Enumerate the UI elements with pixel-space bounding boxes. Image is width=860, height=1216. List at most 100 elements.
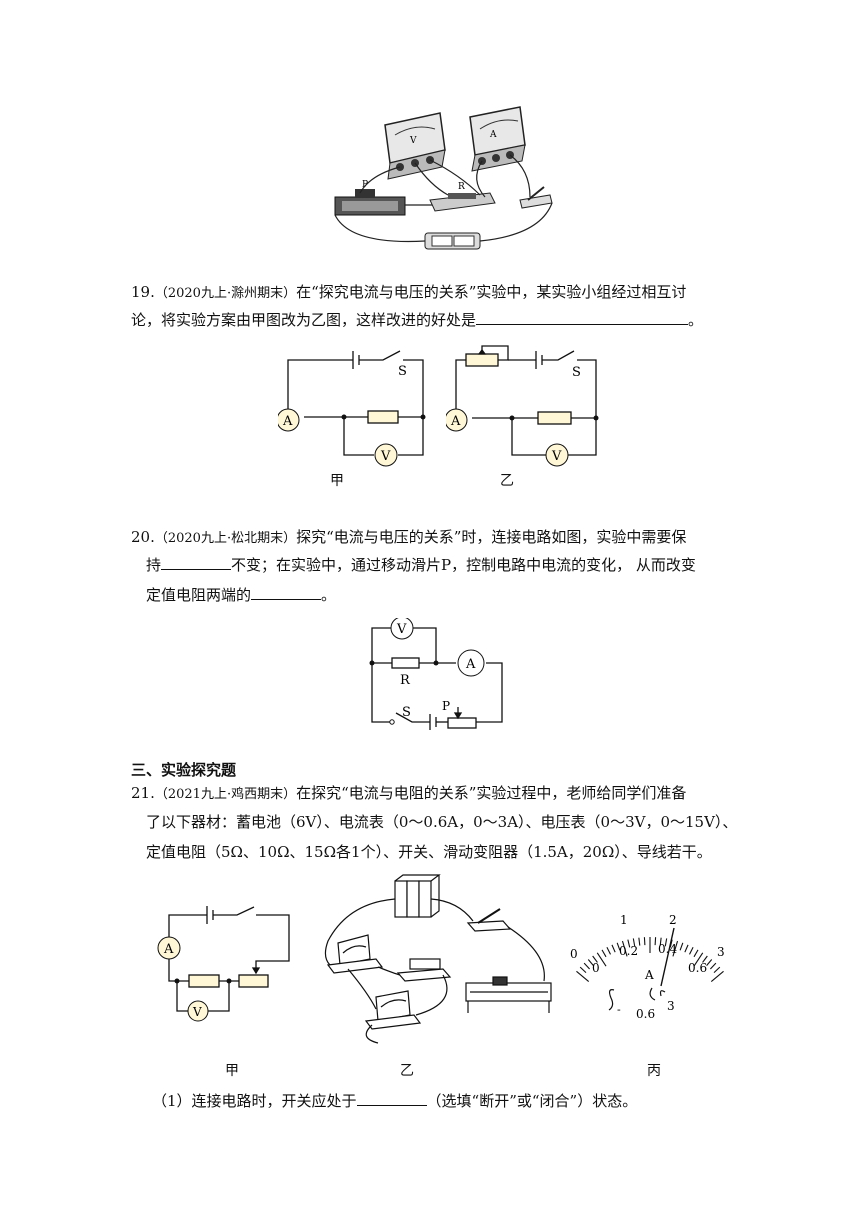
q19-number: 19.: [131, 283, 155, 301]
scale-ticks: [576, 937, 724, 982]
meter-1: [326, 934, 384, 974]
q19-line1: 19.（2020九上·滁州期末）在“探究电流与电压的关系”实验中，某实验小组经过…: [131, 282, 686, 304]
meter-2: [364, 990, 422, 1030]
photo-ammeter: A: [469, 106, 526, 172]
switch-apparatus: [466, 908, 512, 932]
q21-number: 21.: [131, 784, 155, 802]
scale-tick: [693, 952, 704, 967]
svg-text:A: A: [465, 657, 476, 672]
q21-answer-blank-1[interactable]: [356, 1091, 427, 1106]
q21-line2: 了以下器材：蓄电池（6V）、电流表（0～0.6A，0～3A）、电压表（0～3V，…: [146, 812, 737, 832]
scale-tick: [592, 955, 598, 963]
q20-text-1: 探究“电流与电压的关系”时，连接电路如图，实验中需要保: [296, 528, 687, 546]
scale-tick: [664, 938, 668, 947]
scale-tick: [627, 939, 631, 948]
scale-tick: [601, 949, 607, 958]
q19-text-2: 论，将实验方案由甲图改为乙图，这样改进的好处是: [131, 311, 477, 329]
svg-text:P: P: [362, 180, 368, 190]
scale-tick: [713, 966, 721, 974]
q20-source: （2020九上·松北期末）: [154, 531, 297, 546]
photo-voltmeter: V: [384, 112, 446, 180]
svg-text:V: V: [192, 1005, 202, 1019]
scale-tick: [632, 938, 636, 947]
scale-tick: [606, 946, 611, 955]
terminal-06: 0.6: [636, 1007, 655, 1018]
q21-text-3: 定值电阻（5Ω、10Ω、15Ω各1个）、开关、滑动变阻器（1.5A，20Ω）、导…: [146, 843, 712, 861]
scale-tick: [621, 940, 628, 957]
apparatus-photo-figure: V A P R: [334, 106, 553, 250]
q21-line1: 21.（2021九上·鸡西期末）在探究“电流与电阻的关系”实验过程中，老师给同学…: [131, 783, 686, 805]
q21-sub1: （1）连接电路时，开关应处于（选填“断开”或“闭合”）状态。: [152, 1091, 638, 1110]
photo-resistor-board: R: [429, 182, 496, 212]
q19-circuit-jia: A V S: [278, 350, 426, 467]
upper-tick-2: 2: [669, 913, 677, 927]
scale-tick: [579, 966, 587, 974]
scale-tick: [693, 949, 699, 958]
upper-tick-3: 3: [717, 945, 725, 959]
scale-tick: [611, 944, 616, 953]
terminal-neg: -: [617, 1003, 621, 1016]
scale-tick: [684, 944, 689, 953]
svg-text:S: S: [572, 365, 581, 380]
meter-pointer: [660, 927, 675, 987]
scale-tick: [672, 940, 679, 957]
q19-caption-yi: 乙: [500, 473, 514, 489]
lower-tick-3: 0.6: [688, 961, 707, 975]
svg-text:A: A: [163, 942, 174, 957]
svg-text:R: R: [458, 182, 465, 192]
scale-tick: [702, 955, 708, 963]
svg-text:P: P: [442, 699, 450, 713]
svg-text:V: V: [396, 622, 407, 637]
section-heading: 三、实验探究题: [131, 761, 237, 779]
scale-tick: [706, 959, 713, 966]
meter-unit: A: [644, 968, 654, 982]
svg-text:R: R: [400, 673, 411, 688]
lower-tick-2: 0.4: [658, 942, 677, 956]
q19-answer-blank[interactable]: [476, 310, 689, 325]
scale-tick: [583, 962, 591, 970]
q21-circuit-jia: A V: [157, 906, 290, 1022]
q21-caption-yi: 乙: [400, 1063, 414, 1079]
q19-text-1: 在“探究电流与电压的关系”实验中，某实验小组经过相互讨: [296, 283, 687, 301]
scale-tick: [616, 942, 621, 951]
q21-text-2: 了以下器材：蓄电池（6V）、电流表（0～0.6A，0～3A）、电压表（0～3V，…: [146, 813, 738, 831]
q20-answer-blank-2[interactable]: [251, 585, 322, 600]
photo-battery: [424, 232, 481, 250]
upper-tick-1: 1: [620, 913, 628, 927]
svg-text:V: V: [551, 449, 562, 464]
q21-caption-bing: 丙: [647, 1063, 661, 1079]
q20-answer-blank-1[interactable]: [161, 555, 232, 570]
svg-text:A: A: [450, 414, 461, 429]
voltmeter-symbol: V: [380, 449, 391, 464]
q19-source: （2020九上·滁州期末）: [154, 286, 297, 301]
scale-tick: [587, 959, 594, 966]
ammeter-symbol: A: [282, 414, 293, 429]
svg-text:S: S: [402, 705, 411, 720]
q19-circuit-yi: A V S: [446, 345, 599, 467]
resistor-component: [396, 958, 452, 982]
q20-number: 20.: [131, 528, 155, 546]
scale-tick: [596, 952, 607, 967]
upper-tick-0: 0: [570, 947, 578, 961]
scale-tick: [638, 937, 641, 946]
switch-symbol: S: [398, 364, 407, 379]
lower-tick-1: 0.2: [619, 944, 638, 958]
q21-text-1: 在探究“电流与电阻的关系”实验过程中，老师给同学们准备: [296, 784, 687, 802]
svg-text:V: V: [409, 136, 417, 146]
q21-meter-scale-bing: 0 1 2 3 0 0.2 0.4 0.6 A - 0.6 3: [570, 913, 725, 1018]
battery-pack: [394, 874, 441, 918]
q20-line1: 20.（2020九上·松北期末）探究“电流与电压的关系”时，连接电路如图，实验中…: [131, 527, 686, 549]
scale-tick: [689, 946, 694, 955]
q20-circuit: V A R S P: [369, 618, 503, 730]
q19-caption-jia: 甲: [330, 473, 344, 489]
rheostat-apparatus: [465, 976, 552, 1013]
scale-tick: [709, 962, 717, 970]
photo-rheostat: P: [334, 180, 406, 216]
terminal-3: 3: [667, 999, 675, 1013]
q19-line2: 论，将实验方案由甲图改为乙图，这样改进的好处是。: [131, 310, 704, 329]
q20-line3: 定值电阻两端的。: [146, 585, 337, 604]
photo-switch: [519, 186, 553, 209]
scale-tick: [659, 937, 662, 946]
scale-tick: [576, 970, 590, 982]
scale-tick: [679, 942, 684, 951]
